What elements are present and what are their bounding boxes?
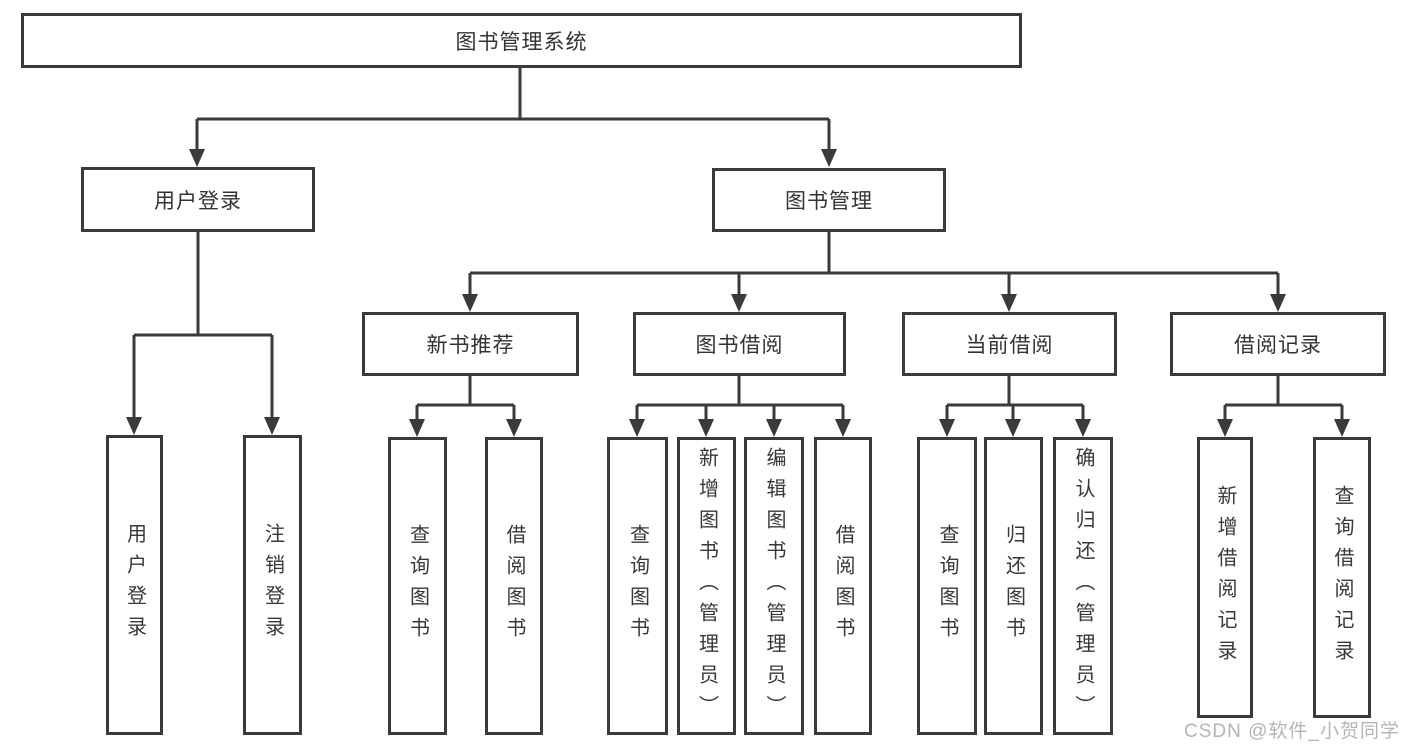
node-leaf-borrow-books-2: 借阅图书 (814, 437, 872, 735)
node-root-system-label: 图书管理系统 (455, 30, 588, 54)
node-leaf-query-books-2: 查询图书 (607, 437, 668, 735)
node-user-login-label: 用户登录 (154, 189, 242, 213)
node-leaf-query-books-3-label: 查询图书 (936, 524, 958, 648)
node-leaf-edit-book-admin-label: 编辑图书（管理员） (763, 446, 785, 726)
node-leaf-return-books: 归还图书 (984, 437, 1043, 735)
node-leaf-query-books-1-label: 查询图书 (406, 524, 429, 648)
node-new-book-recommend: 新书推荐 (362, 312, 579, 376)
node-leaf-edit-book-admin: 编辑图书（管理员） (744, 437, 804, 735)
node-root-system: 图书管理系统 (21, 13, 1022, 68)
node-leaf-logout-label: 注销登录 (261, 523, 284, 647)
node-leaf-logout: 注销登录 (243, 435, 302, 735)
node-user-login: 用户登录 (81, 167, 315, 232)
node-current-borrowing-label: 当前借阅 (965, 334, 1054, 357)
node-leaf-user-login: 用户登录 (106, 435, 163, 735)
node-leaf-query-books-2-label: 查询图书 (626, 524, 649, 648)
node-leaf-add-borrow-record-label: 新增借阅记录 (1214, 484, 1236, 671)
node-leaf-query-borrow-record: 查询借阅记录 (1313, 437, 1371, 718)
node-borrowing-records: 借阅记录 (1170, 312, 1386, 376)
node-book-management: 图书管理 (712, 168, 946, 232)
node-leaf-borrow-books-2-label: 借阅图书 (832, 524, 854, 648)
node-leaf-query-borrow-record-label: 查询借阅记录 (1331, 484, 1353, 671)
node-leaf-confirm-return-admin: 确认归还（管理员） (1053, 437, 1113, 735)
node-leaf-query-books-1: 查询图书 (388, 437, 447, 735)
node-borrowing-records-label: 借阅记录 (1234, 334, 1322, 357)
node-current-borrowing: 当前借阅 (902, 312, 1117, 376)
node-leaf-borrow-books-1-label: 借阅图书 (503, 524, 525, 648)
node-leaf-add-book-admin: 新增图书（管理员） (677, 437, 736, 735)
node-new-book-recommend-label: 新书推荐 (426, 334, 515, 357)
node-leaf-return-books-label: 归还图书 (1002, 524, 1025, 648)
node-leaf-add-book-admin-label: 新增图书（管理员） (695, 446, 718, 726)
node-book-borrowing: 图书借阅 (633, 312, 846, 376)
node-leaf-query-books-3: 查询图书 (917, 437, 977, 735)
node-book-borrowing-label: 图书借阅 (695, 334, 784, 357)
node-leaf-borrow-books-1: 借阅图书 (485, 437, 543, 735)
node-book-management-label: 图书管理 (785, 190, 873, 213)
watermark: CSDN @软件_小贺同学 (1184, 721, 1400, 742)
node-leaf-add-borrow-record: 新增借阅记录 (1197, 437, 1253, 718)
node-leaf-confirm-return-admin-label: 确认归还（管理员） (1072, 446, 1094, 726)
node-leaf-user-login-label: 用户登录 (123, 523, 146, 647)
